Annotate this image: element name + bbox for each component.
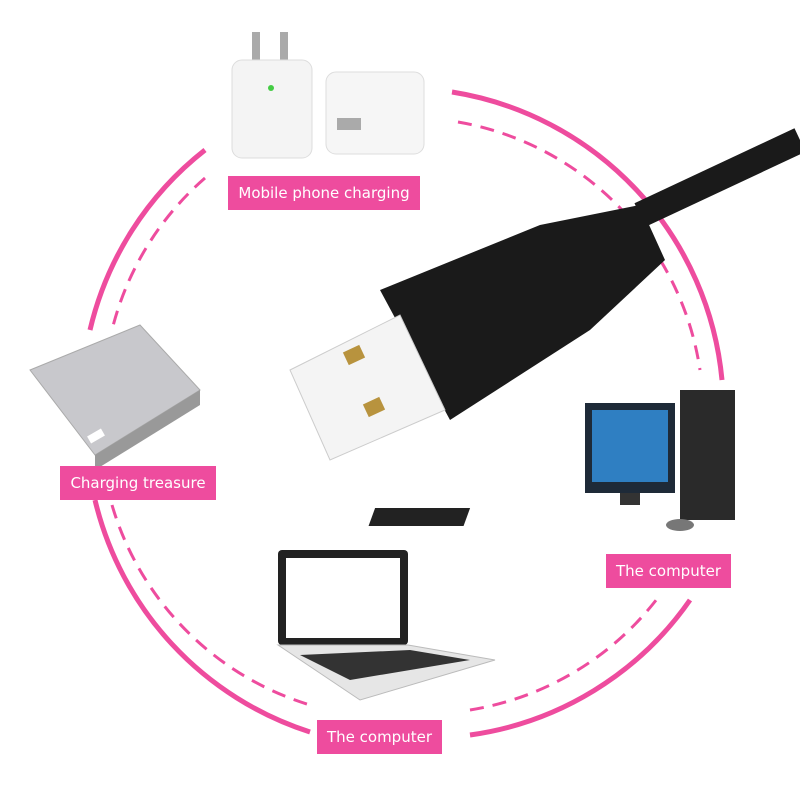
outer-ring [87, 89, 725, 738]
laptop-image [276, 550, 496, 701]
power-bank-image [29, 324, 201, 470]
usb-cable-image [289, 128, 800, 461]
label-charging-treasure: Charging treasure [60, 466, 216, 500]
label-mobile-phone-charging: Mobile phone charging [228, 176, 420, 210]
label-computer-laptop: The computer [317, 720, 442, 754]
inner-dashed-ring [110, 120, 702, 712]
wall-charger-image [231, 32, 425, 159]
desktop-computer-image [368, 390, 735, 531]
label-computer-desktop: The computer [606, 554, 731, 588]
